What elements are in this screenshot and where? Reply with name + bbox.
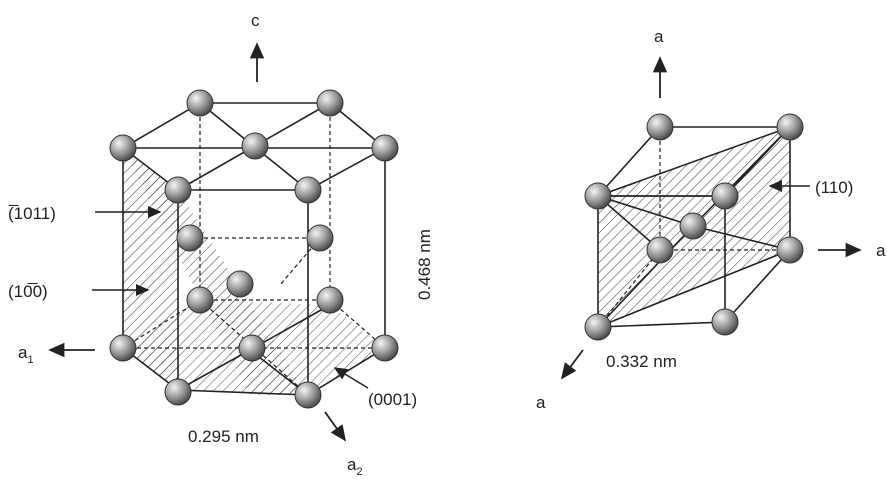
bcc-cell: a a a (110) 0.332 nm — [536, 27, 886, 412]
atom — [164, 378, 192, 406]
atom — [316, 89, 344, 117]
atom — [294, 176, 322, 204]
atom — [316, 286, 344, 314]
atom — [371, 334, 399, 362]
atom — [646, 113, 674, 141]
atom — [109, 134, 137, 162]
atom — [164, 176, 192, 204]
plane-110-label: (110) — [815, 178, 853, 197]
hcp-cell: c a1 a2 (̅1011) (10̅0) (0001) 0.468 nm 0… — [8, 11, 434, 478]
a-axis-top-label: a — [654, 27, 664, 46]
bcc-edge-dimension: 0.332 nm — [606, 352, 677, 371]
atom — [306, 224, 334, 252]
atom — [646, 236, 674, 264]
atom — [584, 182, 612, 210]
atom — [584, 313, 612, 341]
a-axis-bottom-label: a — [536, 393, 546, 412]
a-axis-bottom-arrow — [560, 349, 584, 380]
atom — [176, 224, 204, 252]
atom — [109, 334, 137, 362]
atom — [679, 212, 707, 240]
atom — [238, 334, 266, 362]
atom — [776, 236, 804, 264]
atom — [186, 89, 214, 117]
a1-axis-label: a1 — [18, 343, 34, 366]
atom — [371, 134, 399, 162]
atom — [186, 286, 214, 314]
c-axis-label: c — [251, 11, 260, 30]
atom — [711, 182, 739, 210]
a-axis-right-label: a — [876, 241, 886, 260]
atom — [776, 113, 804, 141]
a2-axis-label: a2 — [347, 455, 363, 478]
atom — [241, 132, 269, 160]
hcp-height-dimension: 0.468 nm — [415, 229, 434, 300]
hcp-width-dimension: 0.295 nm — [188, 427, 259, 446]
a2-axis-arrow — [324, 411, 347, 442]
prism-plane-label: (10̅0) — [8, 282, 48, 301]
atom — [294, 381, 322, 409]
basal-plane-label: (0001) — [368, 390, 417, 409]
atom — [226, 270, 254, 298]
pyramidal-plane-label: (̅1011) — [8, 204, 56, 223]
atom — [711, 308, 739, 336]
